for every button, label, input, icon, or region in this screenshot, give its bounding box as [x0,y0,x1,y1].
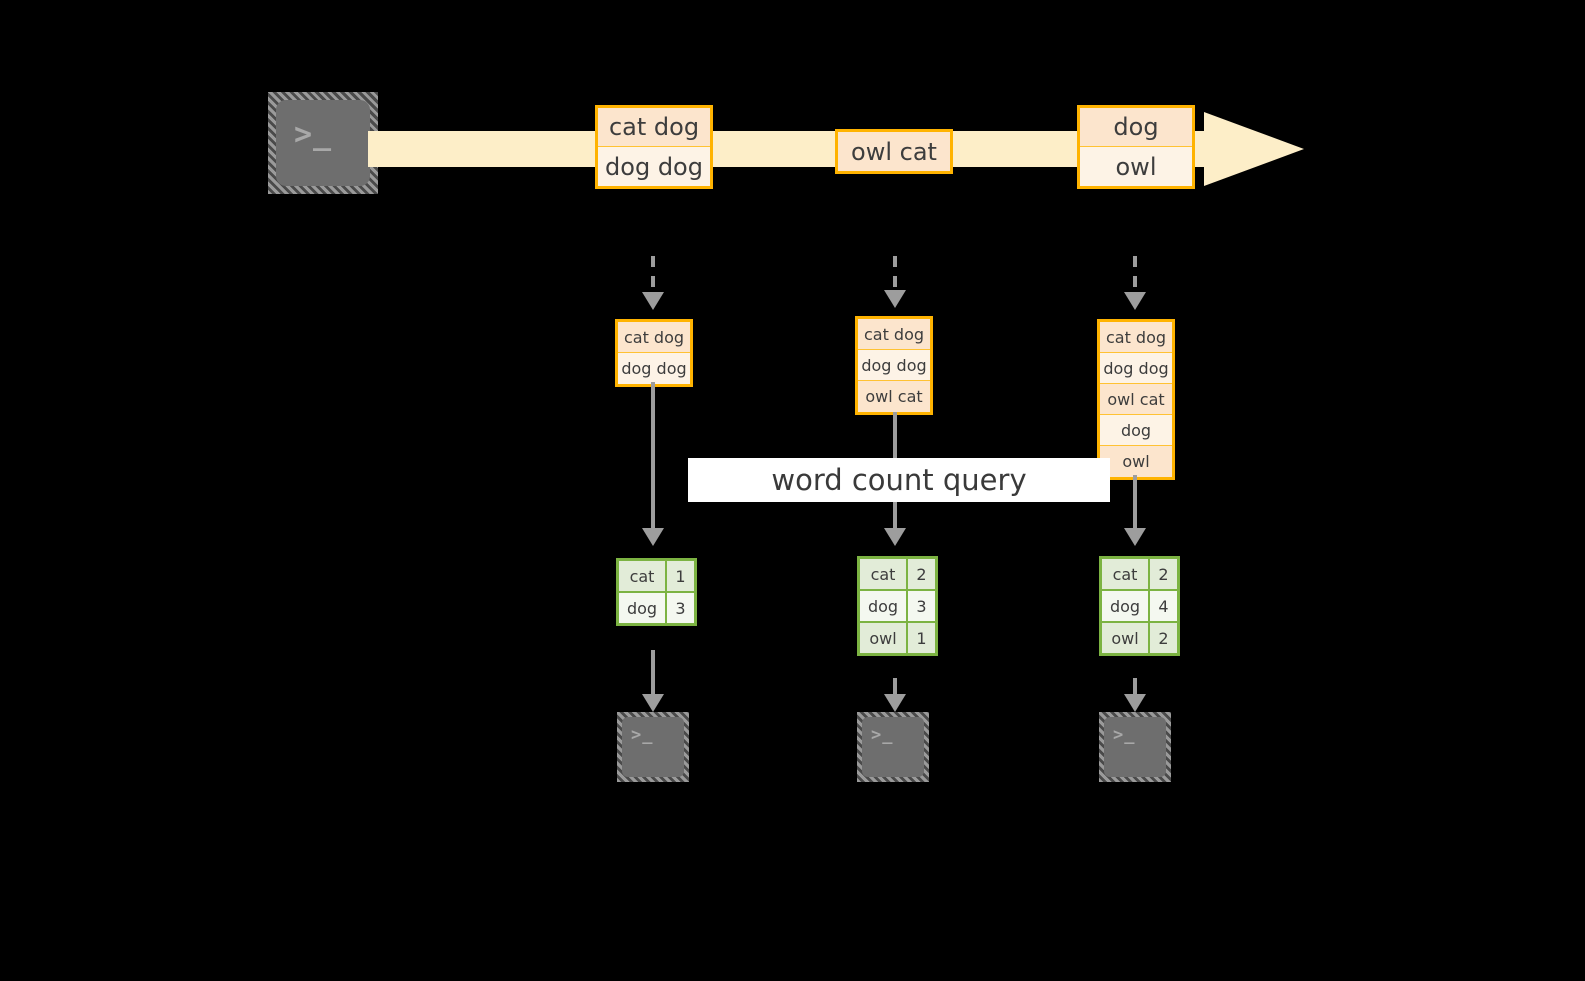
accumulated-stack-3: cat dog dog dog owl cat dog owl [1097,319,1175,480]
accumulated-line: cat dog [1100,322,1172,353]
message-line: dog dog [598,147,710,186]
dashed-connector-2 [893,256,897,294]
result-table-2: cat 2 dog 3 owl 1 [857,556,938,656]
word-cell: owl [1102,623,1150,653]
terminal-prompt-label: >_ [871,725,894,745]
sink-connector-2 [893,678,897,700]
accumulated-stack-1: cat dog dog dog [615,319,693,387]
terminal-screen: >_ [276,100,370,186]
query-connector-1 [651,382,655,532]
accumulated-line: dog dog [1100,353,1172,384]
terminal-prompt-label: >_ [631,725,654,745]
table-row: cat 1 [619,561,694,593]
message-line: cat dog [598,108,710,147]
accumulated-line: dog [1100,415,1172,446]
timeline-message-1: cat dog dog dog [595,105,713,189]
accumulated-line: dog dog [858,350,930,381]
accumulated-stack-2: cat dog dog dog owl cat [855,316,933,415]
table-row: dog 3 [619,593,694,623]
count-cell: 3 [908,591,935,621]
word-cell: dog [860,591,908,621]
sink-terminal-icon-3: >_ [1099,712,1171,782]
accumulated-line: cat dog [858,319,930,350]
terminal-screen: >_ [1104,717,1166,777]
count-cell: 4 [1150,591,1177,621]
count-cell: 1 [667,561,694,591]
dashed-connector-1-head-icon [642,292,664,310]
query-connector-3-head-icon [1124,528,1146,546]
table-row: cat 2 [860,559,935,591]
message-line: owl [1080,147,1192,186]
count-cell: 2 [908,559,935,589]
word-cell: owl [860,623,908,653]
query-connector-2-head-icon [884,528,906,546]
accumulated-line: dog dog [618,353,690,384]
query-banner-label: word count query [771,463,1027,497]
table-row: dog 3 [860,591,935,623]
timeline-message-2: owl cat [835,129,953,174]
count-cell: 2 [1150,559,1177,589]
stream-timeline-bar [368,131,1206,167]
dashed-connector-1 [651,256,655,296]
table-row: dog 4 [1102,591,1177,623]
query-connector-1-head-icon [642,528,664,546]
message-line: dog [1080,108,1192,147]
count-cell: 1 [908,623,935,653]
sink-connector-2-head-icon [884,694,906,712]
accumulated-line: owl [1100,446,1172,477]
accumulated-line: owl cat [1100,384,1172,415]
stream-arrow-head-icon [1204,112,1304,186]
accumulated-line: owl cat [858,381,930,412]
accumulated-line: cat dog [618,322,690,353]
query-banner: word count query [688,458,1110,502]
word-cell: dog [1102,591,1150,621]
count-cell: 3 [667,593,694,623]
sink-terminal-icon-2: >_ [857,712,929,782]
terminal-screen: >_ [862,717,924,777]
sink-connector-1-head-icon [642,694,664,712]
dashed-connector-3-head-icon [1124,292,1146,310]
query-connector-3 [1133,475,1137,532]
source-terminal-icon: >_ [268,92,378,194]
sink-connector-3-head-icon [1124,694,1146,712]
dashed-connector-3 [1133,256,1137,296]
terminal-prompt-label: >_ [294,117,333,152]
terminal-screen: >_ [622,717,684,777]
sink-connector-3 [1133,678,1137,700]
result-table-3: cat 2 dog 4 owl 2 [1099,556,1180,656]
word-cell: cat [619,561,667,591]
table-row: owl 2 [1102,623,1177,653]
terminal-prompt-label: >_ [1113,725,1136,745]
message-line: owl cat [838,132,950,171]
word-cell: cat [1102,559,1150,589]
timeline-message-3: dog owl [1077,105,1195,189]
word-cell: cat [860,559,908,589]
word-cell: dog [619,593,667,623]
result-table-1: cat 1 dog 3 [616,558,697,626]
dashed-connector-2-head-icon [884,290,906,308]
sink-connector-1 [651,650,655,698]
count-cell: 2 [1150,623,1177,653]
table-row: cat 2 [1102,559,1177,591]
table-row: owl 1 [860,623,935,653]
sink-terminal-icon-1: >_ [617,712,689,782]
